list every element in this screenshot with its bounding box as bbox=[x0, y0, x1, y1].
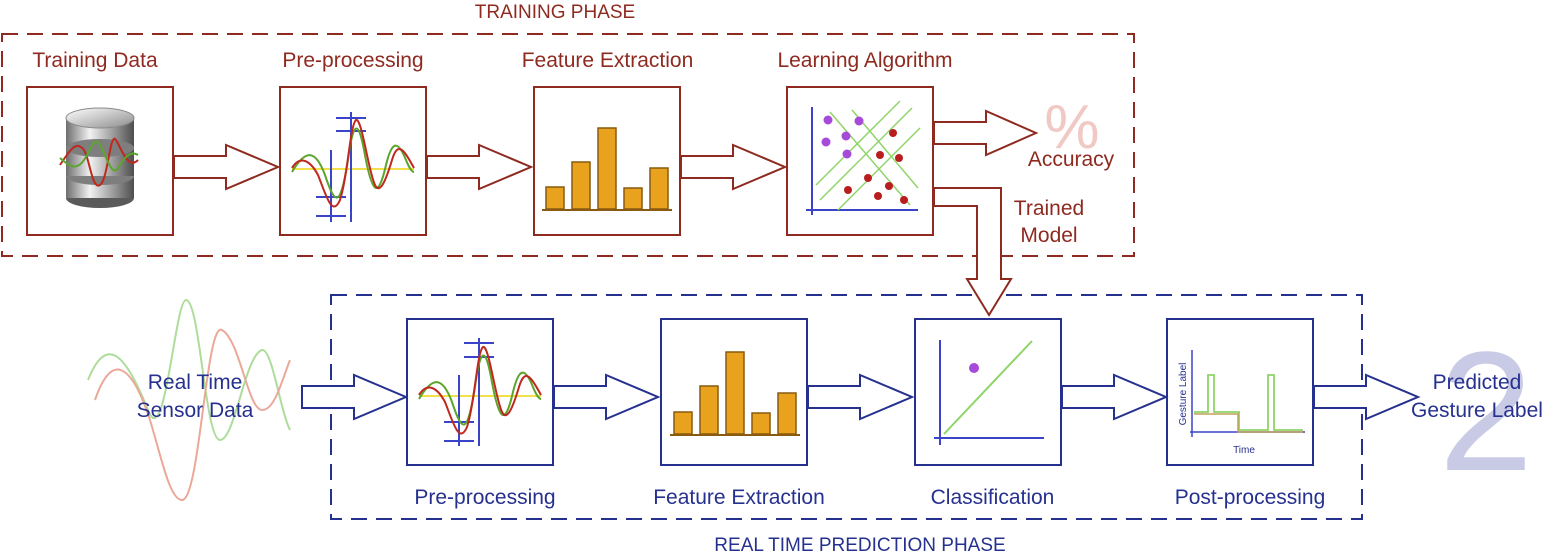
trained-model-label-line1: Trained bbox=[1013, 197, 1085, 220]
learning-scatter-icon bbox=[806, 100, 921, 215]
prediction-signal-icon bbox=[418, 338, 542, 446]
predicted-label-line2: Gesture Label bbox=[1411, 399, 1543, 422]
training-step-2-label: Pre-processing bbox=[282, 49, 424, 72]
database-icon bbox=[59, 107, 139, 208]
training-step-3-label: Feature Extraction bbox=[521, 49, 694, 72]
prediction-phase-label: REAL TIME PREDICTION PHASE bbox=[714, 535, 1006, 556]
trained-model-label-line2: Model bbox=[1020, 224, 1078, 247]
training-phase-label: TRAINING PHASE bbox=[474, 2, 636, 23]
accuracy-label: Accuracy bbox=[1027, 148, 1115, 171]
classification-box bbox=[914, 318, 1062, 466]
prediction-bar-icon bbox=[670, 351, 800, 436]
sensor-data-label-line2: Sensor Data bbox=[136, 399, 254, 422]
classification-plot-icon bbox=[934, 340, 1044, 445]
post-y-axis-label: Gesture Label bbox=[1178, 363, 1189, 426]
predicted-label-line1: Predicted bbox=[1432, 371, 1522, 394]
prediction-step-1-label: Pre-processing bbox=[414, 486, 556, 509]
accuracy-percent-icon: % bbox=[1044, 93, 1100, 162]
prediction-phase-frame bbox=[330, 294, 1363, 520]
prediction-step-4-label: Post-processing bbox=[1174, 486, 1326, 509]
training-step-1-label: Training Data bbox=[32, 49, 158, 72]
prediction-step-3-label: Classification bbox=[930, 486, 1055, 509]
prediction-step-2-label: Feature Extraction bbox=[653, 486, 825, 509]
training-step-4-label: Learning Algorithm bbox=[777, 49, 953, 72]
prediction-arrows bbox=[301, 373, 1421, 421]
training-signal-icon bbox=[291, 112, 415, 222]
training-bar-icon bbox=[542, 127, 672, 211]
training-phase-frame bbox=[1, 33, 1135, 257]
sensor-data-label-line1: Real Time bbox=[147, 371, 243, 394]
post-processing-plot-icon: Gesture Label Time bbox=[1178, 350, 1305, 456]
watermark-digit: 2 bbox=[1439, 317, 1534, 507]
sensor-signal-icon bbox=[87, 298, 291, 502]
post-x-axis-label: Time bbox=[1233, 445, 1255, 456]
training-arrows bbox=[173, 109, 1039, 317]
